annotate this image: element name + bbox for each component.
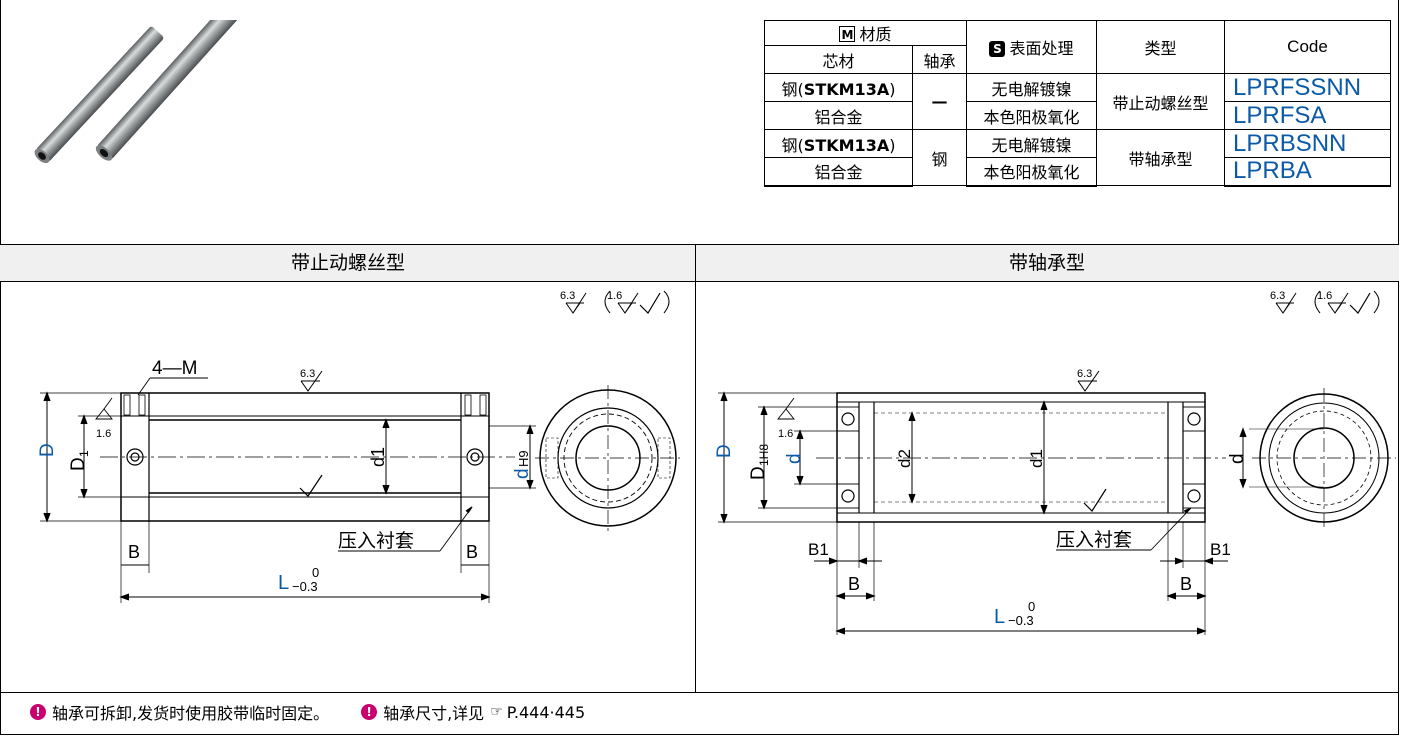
core-cell: 钢(STKM13A) (764, 73, 913, 102)
dim-D: D (714, 444, 735, 458)
roughness-label: 1.6 (778, 428, 793, 440)
top-finish-label: 6.3 (300, 368, 315, 380)
dim-d1: d1 (1027, 449, 1046, 468)
tap-label: 4—M (152, 358, 197, 379)
warning-icon: ! (30, 704, 46, 720)
note-bearing-size: ! 轴承尺寸,详见 ☞ P.444·445 (361, 700, 585, 724)
code-link-lprbsnn[interactable]: LPRBSNN (1224, 129, 1391, 158)
code-link-lprfsa[interactable]: LPRFSA (1224, 101, 1391, 130)
drawing-bearing-type: 6.3 1.6 6.3 1.6 D D 1H8 d d2 d1 d 压入衬套 B… (714, 290, 1396, 635)
code-link-lprba[interactable]: LPRBA (1224, 157, 1391, 187)
tol-upper: 0 (1028, 599, 1035, 614)
dim-B-right: B (466, 542, 478, 562)
product-photo (34, 20, 241, 164)
surface-cell: 无电解镀镍 (966, 73, 1097, 102)
material-badge: M (839, 26, 856, 42)
finish-alt-label: 1.6 (1317, 290, 1332, 302)
dim-D: D (37, 443, 58, 457)
finish-alt-label: 1.6 (607, 290, 622, 302)
surface-cell: 本色阳极氧化 (966, 157, 1097, 187)
roughness-label: 1.6 (96, 428, 111, 440)
tol-lower: −0.3 (1008, 613, 1034, 628)
section-title-screw: 带止动螺丝型 (0, 244, 696, 282)
surface-cell: 无电解镀镍 (966, 129, 1097, 158)
drawing-screw-type: 6.3 1.6 6.3 1.6 4—M D D 1 d1 d H9 压入衬套 B… (37, 290, 680, 603)
dim-d1: d1 (368, 447, 388, 467)
type-screw-cell: 带止动螺丝型 (1096, 73, 1225, 130)
dim-d: d (784, 453, 805, 464)
finish-symbol (565, 292, 587, 314)
core-cell: 铝合金 (764, 157, 913, 187)
dim-B1-right: B1 (1210, 540, 1231, 559)
press-bush-label: 压入衬套 (1056, 529, 1132, 551)
core-cell: 钢(STKM13A) (764, 129, 913, 158)
dim-D1-sub: 1H8 (757, 444, 771, 466)
page-ref-link[interactable]: P.444·445 (506, 702, 586, 722)
finish-label: 6.3 (1270, 290, 1285, 302)
bearing-header: 轴承 (912, 45, 967, 74)
dim-d2: d2 (895, 449, 914, 468)
pointing-hand-icon: ☞ (490, 704, 503, 720)
tol-lower: −0.3 (292, 579, 318, 594)
core-cell: 铝合金 (764, 101, 913, 130)
surface-cell: 本色阳极氧化 (966, 101, 1097, 130)
bearing-steel-cell: 钢 (912, 129, 967, 186)
dim-d-endview: d (1227, 453, 1248, 464)
dim-dH9-sub: H9 (516, 450, 531, 467)
dim-B-left: B (848, 574, 860, 594)
code-header: Code (1224, 20, 1391, 74)
dim-D1-sub: 1 (77, 450, 91, 457)
code-link-lprfssnn[interactable]: LPRFSSNN (1224, 73, 1391, 102)
type-bearing-cell: 带轴承型 (1096, 129, 1225, 186)
dim-B-left: B (128, 542, 140, 562)
dim-B-right: B (1180, 574, 1192, 594)
footer-divider (0, 692, 1399, 693)
section-title-bearing: 带轴承型 (695, 244, 1399, 282)
dim-B1-left: B1 (808, 540, 829, 559)
press-bush-label: 压入衬套 (338, 530, 414, 552)
core-header: 芯材 (764, 45, 913, 74)
surface-badge: S (989, 41, 1006, 57)
dim-L: L (278, 572, 289, 594)
type-header: 类型 (1096, 20, 1225, 74)
dim-L: L (994, 606, 1005, 628)
finish-label: 6.3 (560, 290, 575, 302)
note-bearing-removable: ! 轴承可拆卸,发货时使用胶带临时固定。 (30, 700, 329, 724)
dim-D1: D (68, 457, 89, 471)
dim-dH9: d (512, 468, 533, 479)
section-divider (695, 244, 696, 692)
bearing-none-cell: — (912, 73, 967, 130)
tol-upper: 0 (312, 565, 319, 580)
footer-notes: ! 轴承可拆卸,发货时使用胶带临时固定。 ! 轴承尺寸,详见 ☞ P.444·4… (30, 700, 617, 724)
dim-D1: D (748, 466, 769, 480)
top-finish-label: 6.3 (1077, 368, 1092, 380)
warning-icon: ! (361, 704, 378, 720)
